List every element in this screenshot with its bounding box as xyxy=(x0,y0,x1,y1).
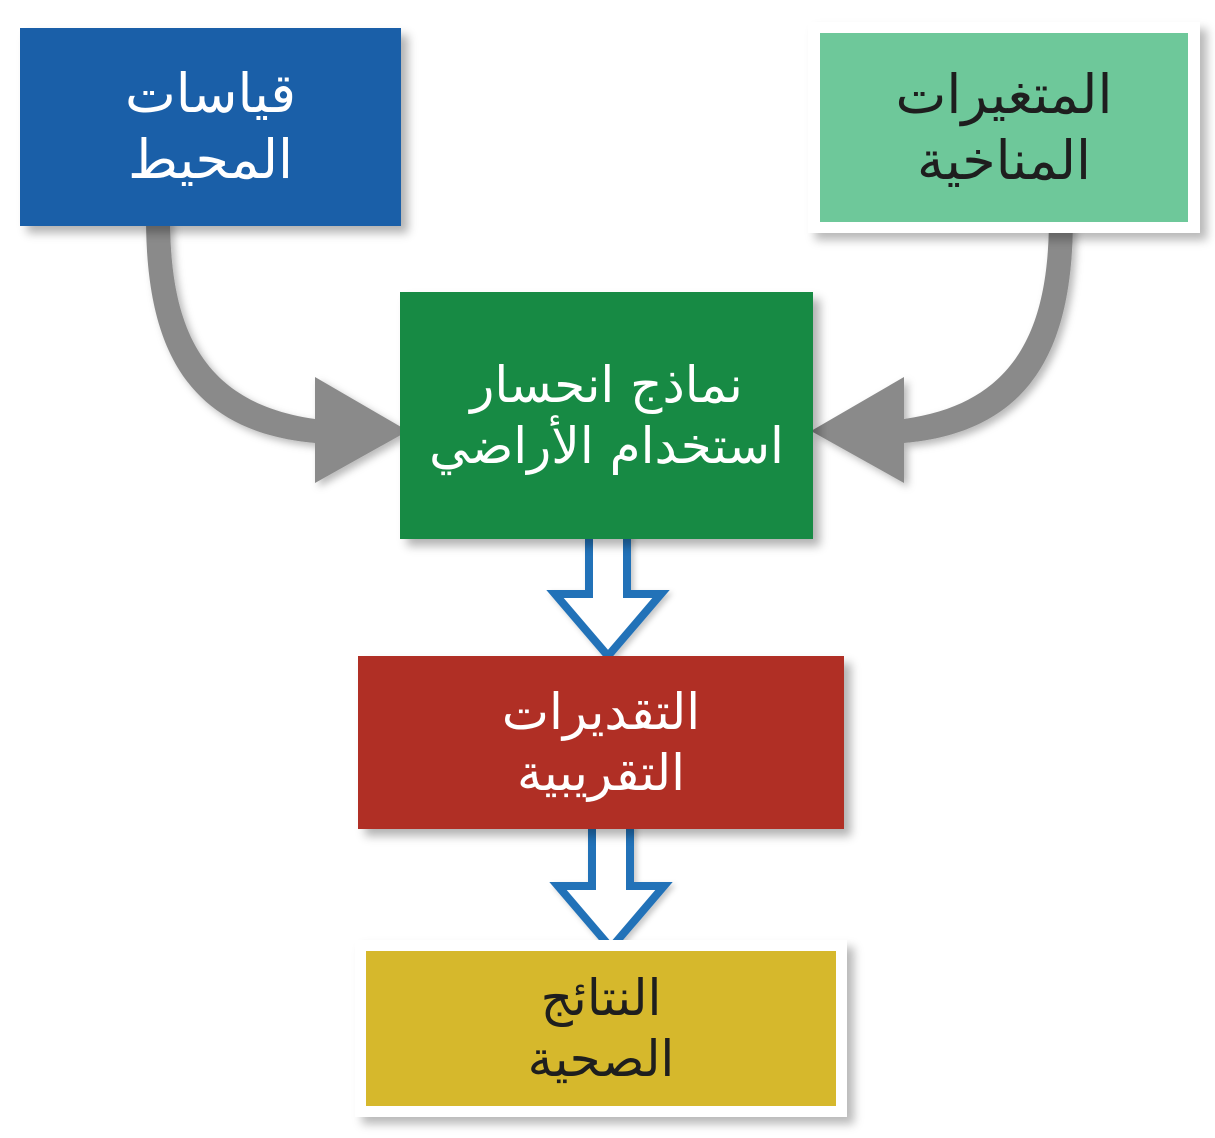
node-land-use-regression-models[interactable]: نماذج انحسار استخدام الأراضي xyxy=(400,292,813,539)
node-approximate-estimates-label: التقديرات التقريبية xyxy=(501,682,701,802)
connector-lur-to-estimates xyxy=(545,528,671,664)
connector-environmental-to-lur xyxy=(140,205,440,485)
node-environmental-measurements[interactable]: قياسات المحيط xyxy=(20,28,401,226)
node-climate-variables[interactable]: المتغيرات المناخية xyxy=(808,22,1200,233)
node-land-use-regression-models-label: نماذج انحسار استخدام الأراضي xyxy=(429,355,784,475)
node-environmental-measurements-label: قياسات المحيط xyxy=(124,62,297,191)
node-climate-variables-fill: المتغيرات المناخية xyxy=(820,33,1188,222)
node-approximate-estimates[interactable]: التقديرات التقريبية xyxy=(358,656,844,829)
node-health-outcomes[interactable]: النتائج الصحية xyxy=(355,940,847,1117)
node-climate-variables-label: المتغيرات المناخية xyxy=(895,62,1113,192)
node-health-outcomes-label: النتائج الصحية xyxy=(527,968,675,1088)
connector-estimates-to-health xyxy=(548,820,674,956)
node-health-outcomes-fill: النتائج الصحية xyxy=(366,951,836,1106)
connector-climate-to-lur xyxy=(785,205,1085,485)
